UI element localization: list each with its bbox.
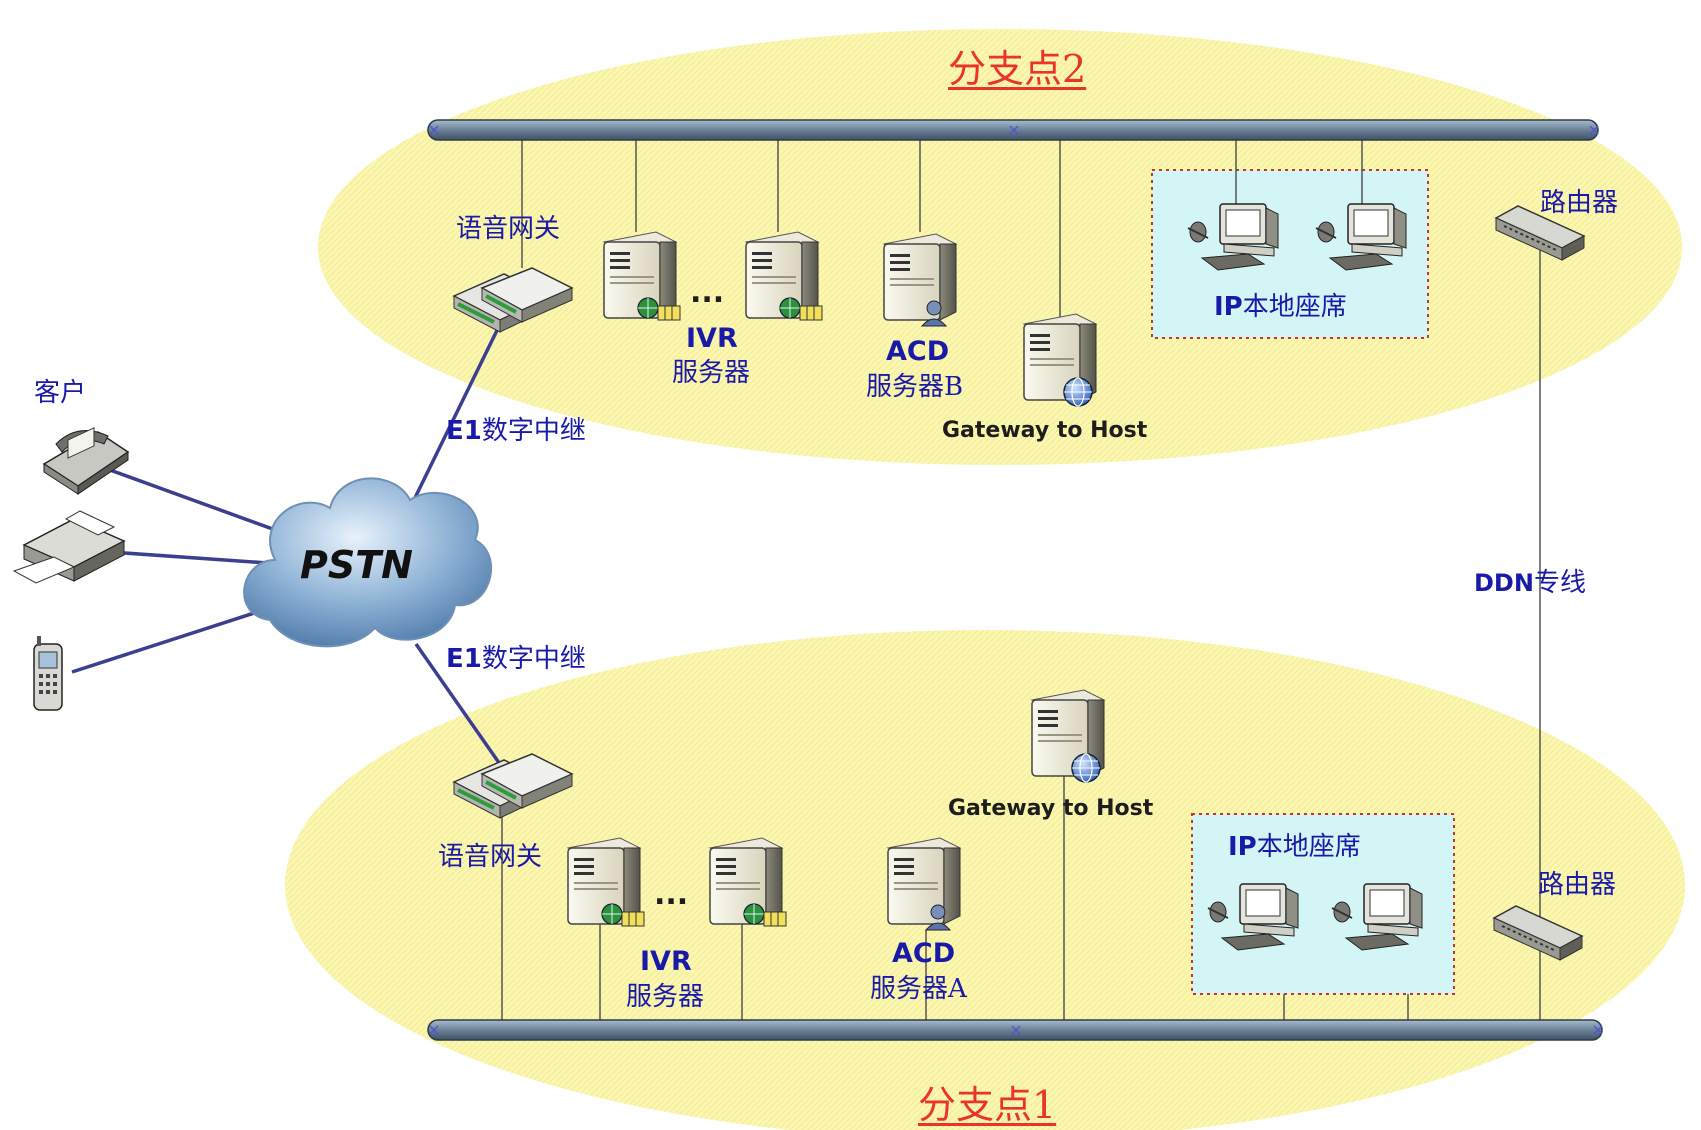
trunk-top-suffix: 数字中继	[481, 416, 586, 446]
branch1-host-gateway-server-icon	[1031, 689, 1105, 783]
ddn-prefix: DDN	[1474, 569, 1534, 597]
branch1-agents-label-suffix: 本地座席	[1256, 832, 1361, 862]
branch2-agents-label-prefix: IP	[1214, 292, 1243, 322]
branch2-ivr-sublabel: 服务器	[672, 358, 751, 388]
branch1-acd-server-icon	[887, 837, 961, 931]
branch2-ivr-server-2-icon	[745, 231, 823, 321]
branch2-gateway-label: 语音网关	[456, 214, 561, 244]
branch2-ivr-label: IVR	[686, 323, 738, 354]
ddn-suffix: 专线	[1533, 568, 1586, 598]
branch2-agents-label-suffix: 本地座席	[1242, 292, 1347, 322]
trunk-bottom-prefix: E1	[446, 644, 482, 674]
ddn-label: DDN专线	[1474, 570, 1586, 596]
customer-label: 客户	[34, 378, 87, 408]
branch2-host-gateway-label: Gateway to Host	[942, 418, 1148, 443]
branch1-gateway-label: 语音网关	[438, 842, 543, 872]
branch2-drops	[521, 140, 1363, 318]
pstn-cloud	[243, 477, 492, 648]
branch2-acd-label: ACD	[886, 336, 950, 367]
branch1-title: 分支点1	[918, 1083, 1057, 1127]
trunk-bottom-label: E1数字中继	[446, 646, 586, 672]
branch2-ivr-server-1-icon	[603, 231, 681, 321]
trunk-top-label: E1数字中继	[446, 418, 586, 444]
trunk-bottom-suffix: 数字中继	[481, 644, 586, 674]
branch2-acd-server-icon	[883, 233, 957, 327]
branch1-ivr-sublabel: 服务器	[626, 982, 705, 1012]
pstn-label: PSTN	[300, 543, 413, 587]
branch2-acd-sublabel: 服务器B	[866, 372, 964, 402]
branch1-ivr-label: IVR	[640, 946, 692, 977]
branch1-ivr-server-1-icon	[567, 837, 645, 927]
trunk-top-prefix: E1	[446, 416, 482, 446]
branch2-ivr-ellipsis: ...	[690, 275, 725, 310]
fax-icon	[12, 510, 126, 584]
branch1-agents-label-prefix: IP	[1228, 832, 1257, 862]
branch2-host-gateway-server-icon	[1023, 313, 1097, 407]
branch1-router-label: 路由器	[1538, 870, 1617, 900]
telephone-icon	[42, 427, 130, 495]
branch1-ivr-ellipsis: ...	[654, 877, 689, 912]
branch1-drops	[501, 776, 1409, 1022]
branch1-host-gateway-label: Gateway to Host	[948, 796, 1154, 821]
connector-markers	[429, 125, 1603, 1035]
branch1-zone	[285, 630, 1685, 1130]
branch2-router-label: 路由器	[1540, 188, 1619, 218]
branch2-title: 分支点2	[948, 47, 1087, 91]
branch1-acd-label: ACD	[892, 938, 956, 969]
branch2-agents-label: IP本地座席	[1214, 294, 1347, 320]
branch1-ivr-server-2-icon	[709, 837, 787, 927]
mobile-phone-icon	[33, 636, 63, 711]
branch1-agents-label: IP本地座席	[1228, 834, 1361, 860]
branch1-acd-sublabel: 服务器A	[870, 974, 967, 1004]
